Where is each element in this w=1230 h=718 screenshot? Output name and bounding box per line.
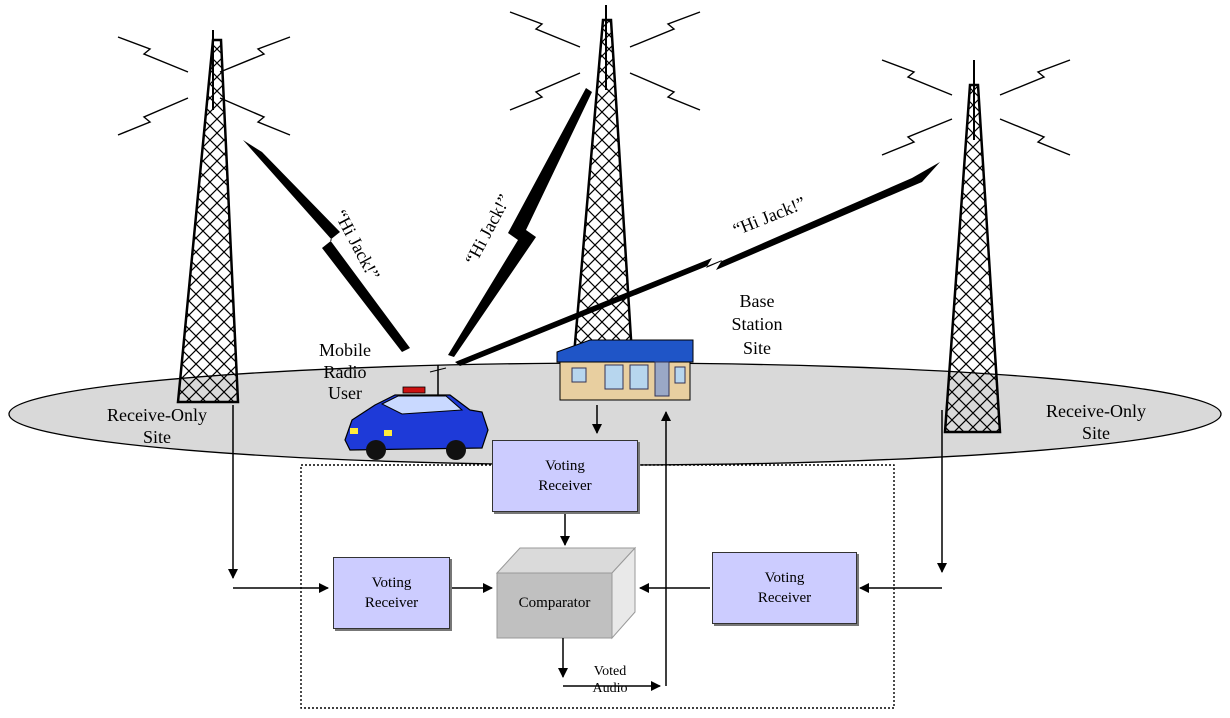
- voting-receiver-right-line1: Voting: [764, 569, 805, 586]
- right-tower-radiation-icon: [881, 59, 1071, 156]
- signal-wires: [228, 405, 947, 691]
- left-tower-radiation-icon: [117, 36, 291, 136]
- base-station-building-icon: [556, 339, 694, 401]
- comparator-block: [495, 546, 637, 640]
- signal-bolt-right: [455, 162, 940, 366]
- signal-bolts: [243, 88, 940, 366]
- base-station-site-label: Base Station Site: [731, 291, 783, 358]
- receive-only-site-left-label: Receive-Only Site: [107, 405, 207, 447]
- signal-bolt-left: [243, 140, 410, 352]
- voting-receiver-left-line2: Receiver: [364, 595, 419, 611]
- voted-audio-label: Voted Audio: [592, 664, 628, 696]
- voting-receiver-base-line2: Receiver: [538, 478, 592, 494]
- signal-label-center: “Hi Jack!”: [461, 191, 515, 268]
- center-tower: [509, 5, 701, 357]
- receive-only-site-right-label: Receive-Only Site: [1046, 401, 1146, 443]
- signal-label-left: “Hi Jack!”: [330, 206, 384, 283]
- police-car-icon: [344, 365, 489, 460]
- mobile-radio-user-label: Mobile Radio User: [319, 340, 371, 404]
- voting-receiver-right-line2: Receiver: [757, 590, 812, 606]
- voting-receiver-left-line1: Voting: [371, 574, 412, 591]
- right-tower: [881, 59, 1071, 434]
- signal-bolt-center: [448, 88, 592, 357]
- center-tower-radiation-icon: [509, 11, 701, 111]
- comparator-label: Comparator: [518, 595, 591, 611]
- left-tower: [117, 30, 291, 404]
- voting-receiver-base-line1: Voting: [545, 457, 585, 474]
